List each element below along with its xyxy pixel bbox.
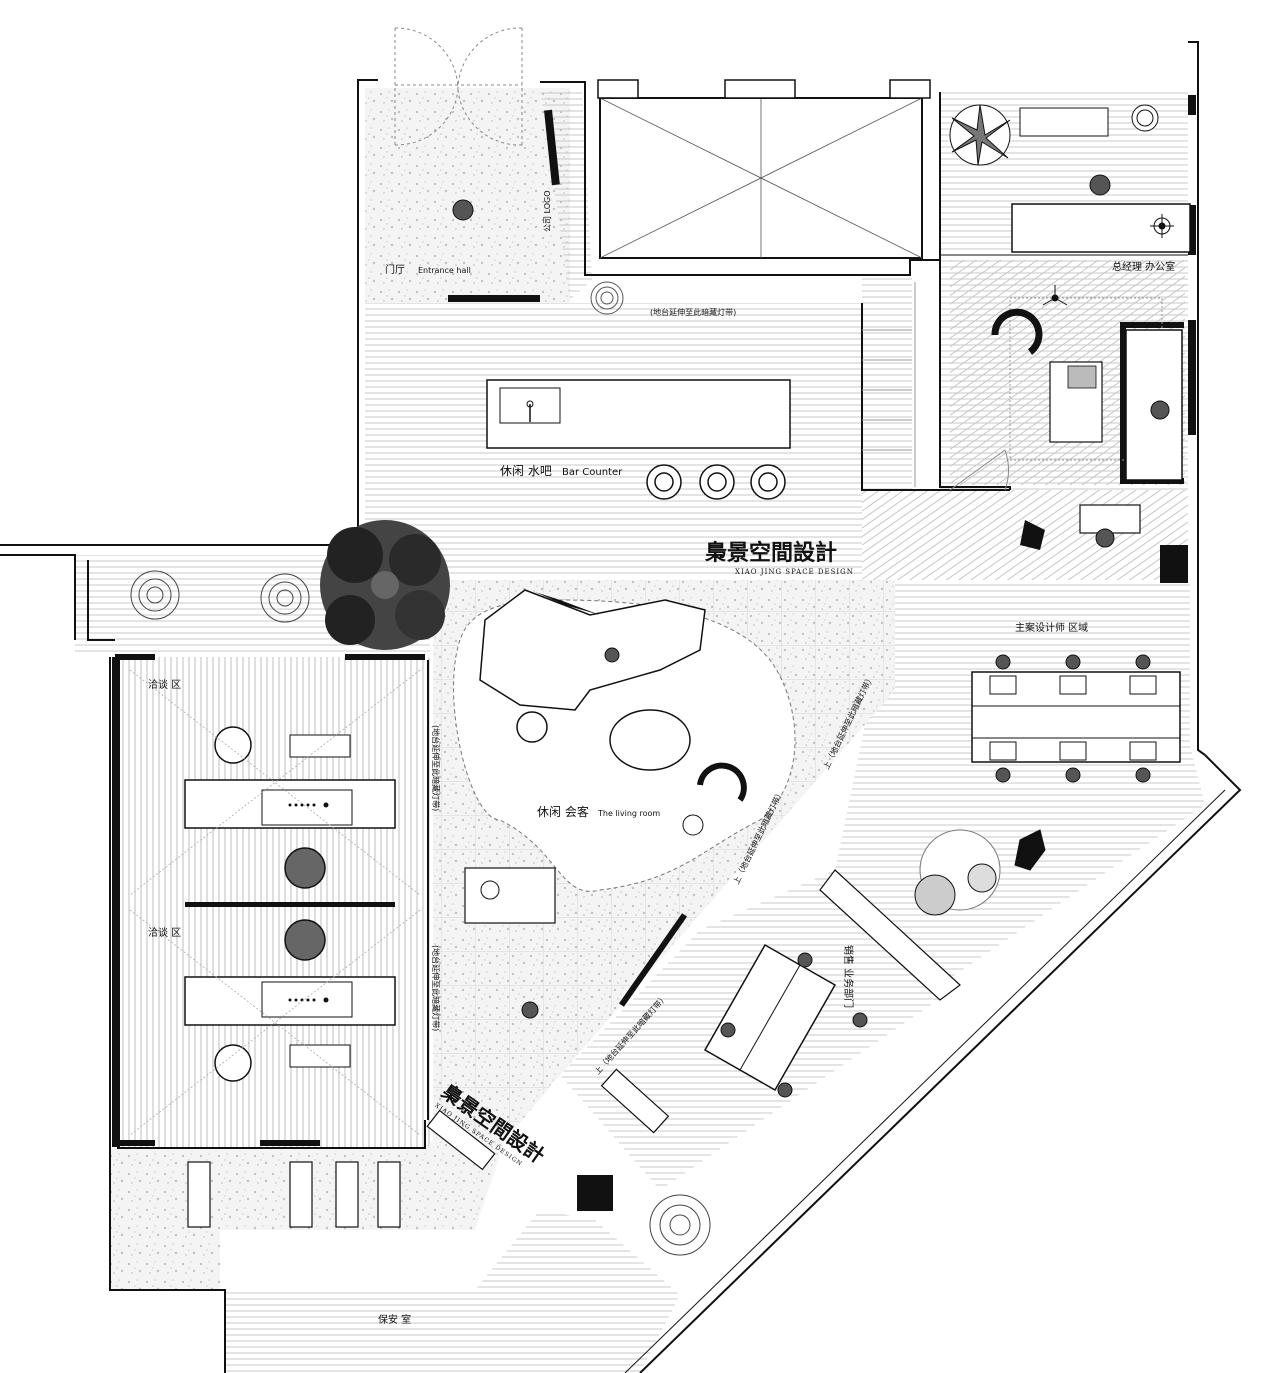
label-entrance: 门厅	[385, 263, 405, 276]
person-icon	[720, 952, 868, 1098]
label-bar: 休闲 水吧	[500, 464, 552, 478]
sofa-icon	[479, 589, 706, 711]
entrance-doors	[394, 27, 523, 146]
negotiation-furniture	[129, 669, 421, 1136]
tree-icon	[320, 520, 450, 650]
stair-treads	[862, 282, 916, 487]
entrance-floor	[365, 88, 570, 303]
bar-counter	[486, 281, 791, 500]
lamp-icon	[1150, 214, 1174, 238]
heavy-walls	[112, 79, 1196, 1211]
label-gm-office: 总经理 办公室	[1112, 260, 1175, 273]
label-negotiation-1: 洽谈 区	[148, 678, 181, 691]
gm-office-furniture	[862, 104, 1191, 550]
designer-desks	[971, 654, 1181, 783]
label-designer-area: 主案设计师 区域	[1015, 621, 1088, 634]
chair-icon	[991, 308, 1043, 355]
person-icon	[480, 647, 620, 1019]
fan-icon	[1042, 285, 1068, 306]
security-floor	[225, 1210, 680, 1373]
chair-icon	[646, 464, 786, 500]
person-icon	[995, 654, 1151, 783]
terrace-plants	[130, 520, 450, 650]
label-step-note-2: (地台延伸至此暗藏灯带)	[431, 945, 441, 1031]
chair-icon	[214, 726, 326, 1082]
label-negotiation-2: 洽谈 区	[148, 926, 181, 939]
label-living: 休闲 会客	[537, 804, 589, 819]
chair-icon	[697, 762, 747, 802]
brand-sub: XIAO JING SPACE DESIGN	[735, 568, 854, 576]
sofa-icon	[914, 829, 1046, 916]
label-security: 保安 室	[378, 1313, 411, 1326]
label-logo: 公司 LOGO	[543, 190, 552, 232]
floor-areas	[75, 88, 1205, 1373]
living-room	[453, 589, 796, 1019]
label-step-note-1: (地台延伸至此暗藏灯带)	[431, 725, 441, 811]
label-sales: 销售 业务部门	[842, 945, 855, 1008]
lobby-furniture	[187, 1068, 670, 1228]
lobby-plant	[649, 1194, 711, 1256]
fan-icon	[590, 281, 624, 315]
brand-name: 梟景空間設計	[704, 540, 837, 566]
sales-desks	[703, 829, 1046, 1098]
label-living-en: The living room	[597, 809, 660, 818]
stair-floor	[862, 275, 912, 490]
plant-icon	[949, 104, 1159, 166]
desk-icon	[989, 675, 1157, 761]
brand-watermark-1: 梟景空間設計 XIAO JING SPACE DESIGN	[704, 540, 854, 576]
person-icon	[452, 174, 1170, 548]
label-entrance-en: Entrance hall	[418, 266, 471, 275]
door-swing	[949, 449, 1009, 491]
label-bar-en: Bar Counter	[562, 467, 623, 478]
label-counter-note: (地台延伸至此暗藏灯带)	[650, 307, 736, 317]
